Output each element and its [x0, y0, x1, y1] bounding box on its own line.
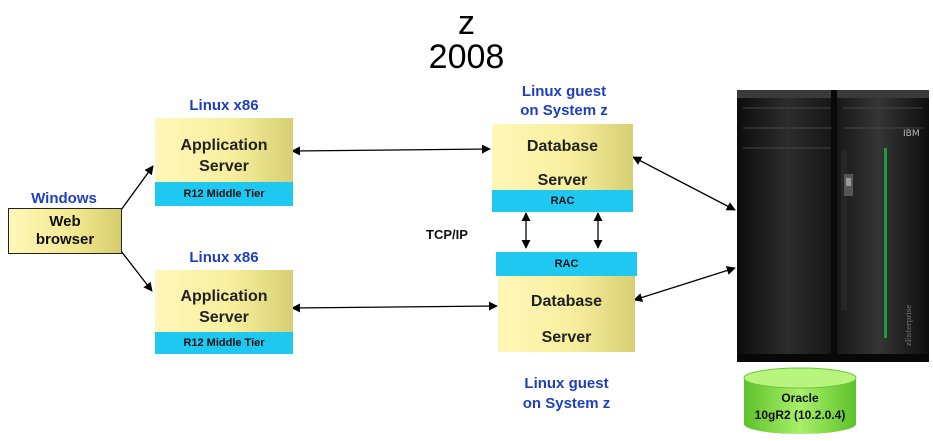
web-browser-label-line2: browser [35, 231, 95, 248]
app-top-to-db-top-arrow [291, 144, 491, 156]
app-server-top-box: Application Server [155, 118, 293, 182]
db-bottom-to-mainframe-arrow [633, 266, 736, 302]
app-server-bottom-tier-label: R12 Middle Tier [155, 332, 293, 354]
mainframe-image: IBM zEnterprise [733, 88, 933, 366]
db-top-os-label-line1: Linux guest [521, 83, 607, 100]
app-server-bottom-os-label: Linux x86 [189, 249, 259, 266]
oracle-label-line2: 10gR2 (10.2.0.4) [754, 408, 846, 422]
db-top-to-mainframe-arrow [632, 156, 736, 211]
db-server-bottom-box: Database Server [498, 276, 635, 352]
app-server-bottom-box: Application Server [155, 270, 293, 332]
app-server-top-tier-label: R12 Middle Tier [155, 182, 293, 206]
oracle-label-line1: Oracle [781, 391, 819, 405]
db-bottom-rac-label: RAC [496, 252, 637, 276]
app-server-top-label-line2: Server [199, 158, 249, 175]
app-server-top-label-line1: Application [180, 137, 268, 154]
browser-to-app-bottom-arrow [120, 250, 153, 292]
oracle-database-cylinder [742, 366, 858, 436]
browser-to-app-top-arrow [120, 165, 154, 211]
tcpip-label: TCP/IP [426, 227, 468, 242]
svg-text:IBM: IBM [903, 129, 920, 139]
diagram-title-line2: 2008 [428, 38, 505, 76]
app-server-bottom-label-line2: Server [199, 309, 249, 326]
db-bottom-os-label-line1: Linux guest [524, 375, 609, 392]
web-browser-box: Web browser [8, 208, 122, 254]
web-browser-label-line1: Web [49, 213, 81, 230]
app-server-bottom-label-line1: Application [180, 288, 268, 305]
db-bottom-os-label-line2: on System z [522, 395, 611, 412]
app-server-top-os-label: Linux x86 [189, 97, 259, 114]
app-bottom-to-db-bottom-arrow [291, 301, 498, 313]
windows-os-label: Windows [31, 190, 97, 207]
db-server-top-box: Database Server [492, 124, 633, 190]
db-server-top-label-line2: Server [537, 172, 588, 189]
db-server-bottom-label-line1: Database [530, 293, 603, 310]
db-top-os-label-line2: on System z [520, 102, 608, 119]
db-top-rac-label: RAC [492, 190, 633, 212]
diagram-title-line1: z [458, 4, 475, 42]
db-server-top-label-line1: Database [526, 138, 599, 155]
svg-text:zEnterprise: zEnterprise [905, 305, 913, 346]
db-server-bottom-label-line2: Server [541, 329, 592, 346]
